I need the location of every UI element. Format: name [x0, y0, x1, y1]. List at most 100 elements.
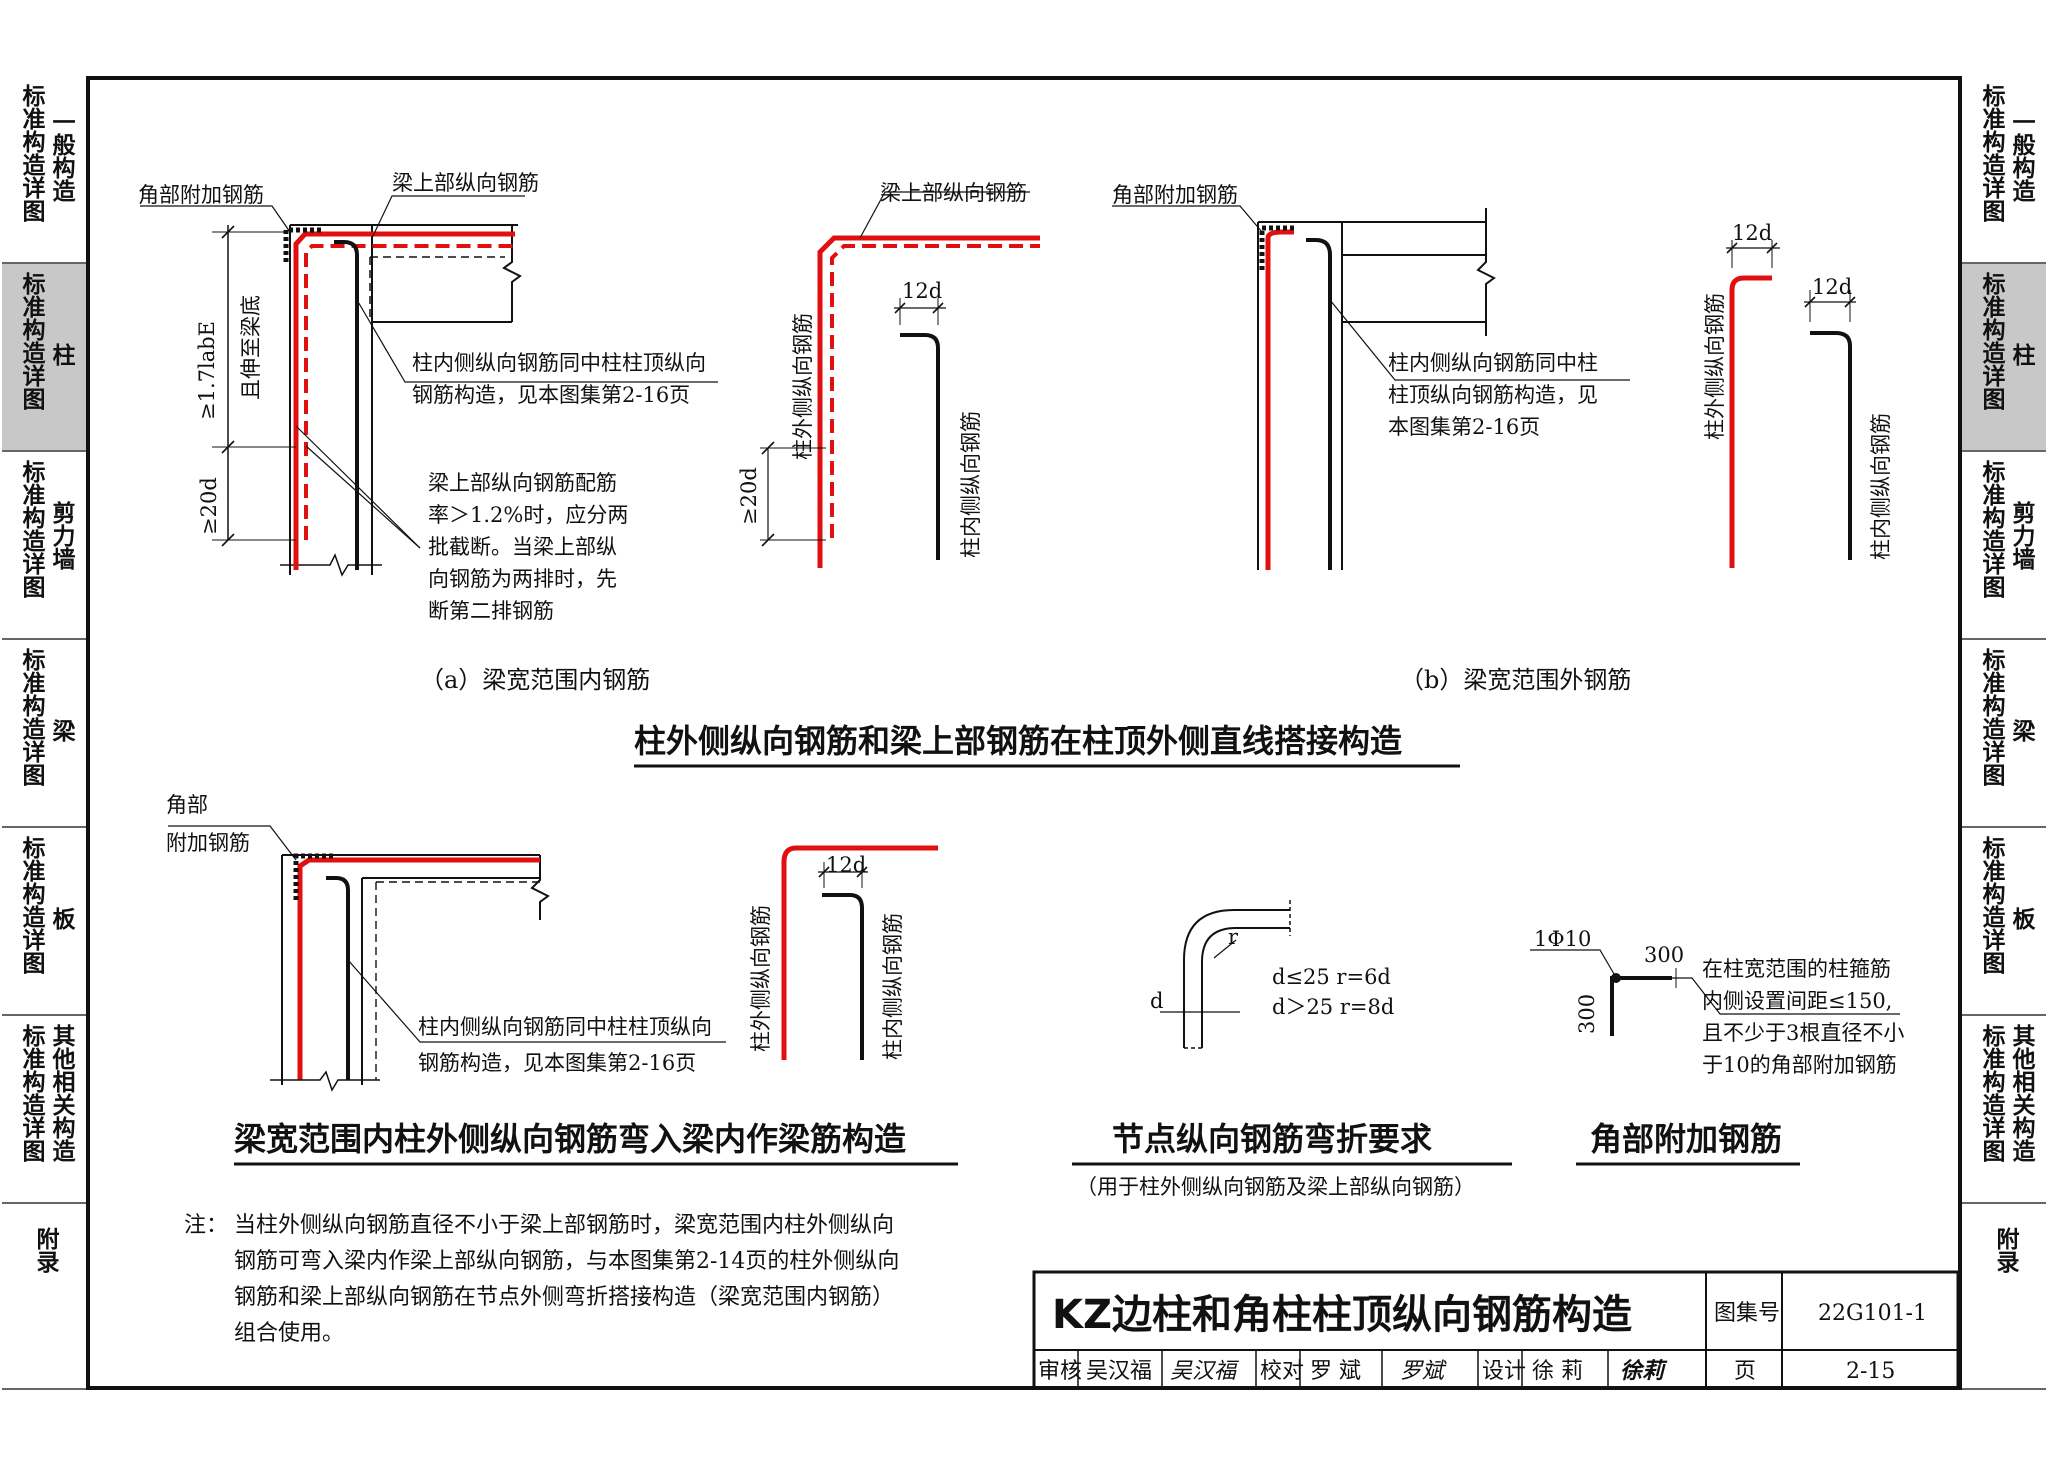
side-tab-left-2[interactable]: 标准构造详图剪力墙: [2, 452, 86, 640]
check-label: 校对: [1260, 1359, 1304, 1384]
note-ratio-5: 断第二排钢筋: [428, 599, 554, 623]
side-tab-label: 其他相关构造: [48, 1024, 74, 1162]
side-tab-right-4[interactable]: 标准构造详图板: [1962, 828, 2046, 1016]
side-tab-label: 剪力墙: [48, 501, 74, 570]
caption-b: （b）梁宽范围外钢筋: [1400, 666, 1631, 694]
side-tab-left-4[interactable]: 标准构造详图板: [2, 828, 86, 1016]
note-inner-bar-b-3: 本图集第2-16页: [1388, 415, 1540, 439]
note-ratio-1: 梁上部纵向钢筋配筋: [428, 471, 617, 495]
corner-bar-spec: 1Φ10: [1534, 927, 1591, 951]
note-ratio-2: 率＞1.2%时，应分两: [428, 503, 628, 527]
side-tab-label: 一般构造: [48, 110, 74, 202]
corner-dim-vertical: 300: [1575, 994, 1599, 1034]
side-tab-left-5[interactable]: 标准构造详图其他相关构造: [2, 1016, 86, 1204]
bend-r-label: r: [1228, 925, 1239, 949]
corner-note-2: 内侧设置间距≤150,: [1702, 989, 1892, 1013]
note-inner-bar-b-1: 柱内侧纵向钢筋同中柱: [1388, 351, 1598, 375]
note-inner-bar-c-1: 柱内侧纵向钢筋同中柱柱顶纵向: [418, 1015, 712, 1039]
corner-note-1: 在柱宽范围的柱箍筋: [1702, 957, 1891, 981]
left-index-tabs: 标准构造详图一般构造标准构造详图柱标准构造详图剪力墙标准构造详图梁标准构造详图板…: [2, 76, 86, 1390]
side-tab-prefix: 标准构造详图: [1978, 1024, 2004, 1162]
side-tab-label: 一般构造: [2008, 110, 2034, 202]
side-tab-prefix: 标准构造详图: [18, 836, 44, 974]
drawing-frame: [86, 76, 1962, 1390]
label-outer-bar-b: 柱外侧纵向钢筋: [1703, 293, 1727, 440]
side-tab-right-0[interactable]: 标准构造详图一般构造: [1962, 76, 2046, 264]
reviewer-name: 吴汉福: [1086, 1359, 1152, 1384]
corner-note-3: 且不少于3根直径不小: [1702, 1021, 1904, 1045]
figure-corner-title: 角部附加钢筋: [1590, 1120, 1782, 1158]
dim-label-1-7labe: ≥1.7labE: [195, 321, 219, 420]
note-inner-bar-b-2: 柱顶纵向钢筋构造，见: [1388, 383, 1598, 407]
side-tab-prefix: 标准构造详图: [1978, 272, 2004, 410]
label-outer-bar-c: 柱外侧纵向钢筋: [749, 905, 773, 1052]
figure-a: ≥1.7labE 且伸至梁底 ≥20d 角部附加钢筋 梁上部纵向钢筋 柱内侧纵向…: [138, 171, 718, 694]
figure-a-detail: 12d ≥20d 梁上部纵向钢筋 柱外侧纵向钢筋 柱内侧纵向钢筋: [737, 181, 1040, 568]
figure-c: 角部 附加钢筋 柱内侧纵向钢筋同中柱柱顶纵向 钢筋构造，见本图集第2-16页 1…: [166, 793, 958, 1166]
dim-20d-detail: ≥20d: [737, 467, 761, 525]
side-tab-right-6[interactable]: 附录: [1962, 1204, 2046, 1390]
side-tab-left-3[interactable]: 标准构造详图梁: [2, 640, 86, 828]
reviewer-signature: 吴汉福: [1170, 1359, 1240, 1384]
review-label: 审核: [1038, 1359, 1082, 1384]
designer-name: 徐 莉: [1532, 1359, 1583, 1384]
side-tab-label: 附录: [1992, 1227, 2018, 1273]
label-beam-top-bar-a: 梁上部纵向钢筋: [392, 171, 539, 195]
title-block: KZ边柱和角柱柱顶纵向钢筋构造 图集号 22G101-1 审核 吴汉福 吴汉福 …: [1032, 1270, 1960, 1390]
general-note: 注： 当柱外侧纵向钢筋直径不小于梁上部钢筋时，梁宽范围内柱外侧纵向 钢筋可弯入梁…: [184, 1213, 899, 1346]
side-tab-label: 梁: [2008, 719, 2034, 742]
side-tab-left-6[interactable]: 附录: [2, 1204, 86, 1390]
side-tab-label: 板: [2008, 907, 2034, 930]
side-tab-right-5[interactable]: 标准构造详图其他相关构造: [1962, 1016, 2046, 1204]
note-line-1: 当柱外侧纵向钢筋直径不小于梁上部钢筋时，梁宽范围内柱外侧纵向: [234, 1213, 894, 1238]
dim-12d-c: 12d: [826, 853, 866, 877]
side-tab-label: 板: [48, 907, 74, 930]
right-index-tabs: 标准构造详图一般构造标准构造详图柱标准构造详图剪力墙标准构造详图梁标准构造详图板…: [1962, 76, 2046, 1390]
note-inner-bar-c-2: 钢筋构造，见本图集第2-16页: [418, 1051, 696, 1075]
side-tab-left-1[interactable]: 标准构造详图柱: [2, 264, 86, 452]
figure-bend-subtitle: （用于柱外侧纵向钢筋及梁上部纵向钢筋）: [1076, 1175, 1475, 1199]
side-tab-left-0[interactable]: 标准构造详图一般构造: [2, 76, 86, 264]
side-tab-label: 柱: [2008, 343, 2034, 366]
checker-name: 罗 斌: [1310, 1359, 1361, 1384]
side-tab-prefix: 标准构造详图: [1978, 460, 2004, 598]
label-beam-top-bar-detail: 梁上部纵向钢筋: [880, 181, 1027, 205]
section-title-straight-lap: 柱外侧纵向钢筋和梁上部钢筋在柱顶外侧直线搭接构造: [634, 722, 1402, 760]
atlas-number: 22G101-1: [1818, 1301, 1927, 1326]
side-tab-label: 其他相关构造: [2008, 1024, 2034, 1162]
side-tab-prefix: 标准构造详图: [1978, 648, 2004, 786]
dim-12d-a: 12d: [902, 279, 942, 303]
label-corner-bar-b: 角部附加钢筋: [1112, 183, 1238, 207]
side-tab-label: 梁: [48, 719, 74, 742]
figure-bend-title: 节点纵向钢筋弯折要求: [1112, 1120, 1432, 1158]
side-tab-prefix: 标准构造详图: [18, 460, 44, 598]
side-tab-prefix: 标准构造详图: [18, 84, 44, 222]
label-corner-bar-c-2: 附加钢筋: [166, 831, 250, 855]
note-inner-bar-a-2: 钢筋构造，见本图集第2-16页: [412, 383, 690, 407]
page-label: 页: [1734, 1359, 1756, 1384]
corner-dim-horizontal: 300: [1644, 943, 1684, 967]
note-prefix: 注：: [184, 1213, 228, 1238]
corner-note-4: 于10的角部附加钢筋: [1702, 1053, 1897, 1077]
figure-c-title: 梁宽范围内柱外侧纵向钢筋弯入梁内作梁筋构造: [234, 1120, 906, 1158]
bend-rule-1: d≤25 r=6d: [1272, 965, 1391, 989]
side-tab-right-2[interactable]: 标准构造详图剪力墙: [1962, 452, 2046, 640]
dim-12d-b-outer: 12d: [1732, 221, 1772, 245]
side-tab-right-3[interactable]: 标准构造详图梁: [1962, 640, 2046, 828]
dim-12d-b-inner: 12d: [1812, 275, 1852, 299]
label-corner-bar-a: 角部附加钢筋: [138, 183, 264, 207]
bend-rule-2: d＞25 r=8d: [1272, 995, 1394, 1019]
note-line-2: 钢筋可弯入梁内作梁上部纵向钢筋，与本图集第2-14页的柱外侧纵向: [234, 1249, 899, 1274]
bend-d-label: d: [1150, 989, 1163, 1013]
side-tab-label: 剪力墙: [2008, 501, 2034, 570]
dim-label-20d: ≥20d: [197, 477, 221, 535]
side-tab-label: 柱: [48, 343, 74, 366]
note-line-4: 组合使用。: [234, 1321, 344, 1346]
label-inner-bar-c: 柱内侧纵向钢筋: [881, 913, 905, 1060]
side-tab-prefix: 标准构造详图: [1978, 84, 2004, 222]
label-outer-bar-a: 柱外侧纵向钢筋: [791, 313, 815, 460]
figure-corner-bar: 1Φ10 300 300 在柱宽范围的柱箍筋 内侧设置间距≤150, 且不少于3…: [1530, 927, 1904, 1166]
side-tab-prefix: 标准构造详图: [18, 1024, 44, 1162]
side-tab-right-1[interactable]: 标准构造详图柱: [1962, 264, 2046, 452]
